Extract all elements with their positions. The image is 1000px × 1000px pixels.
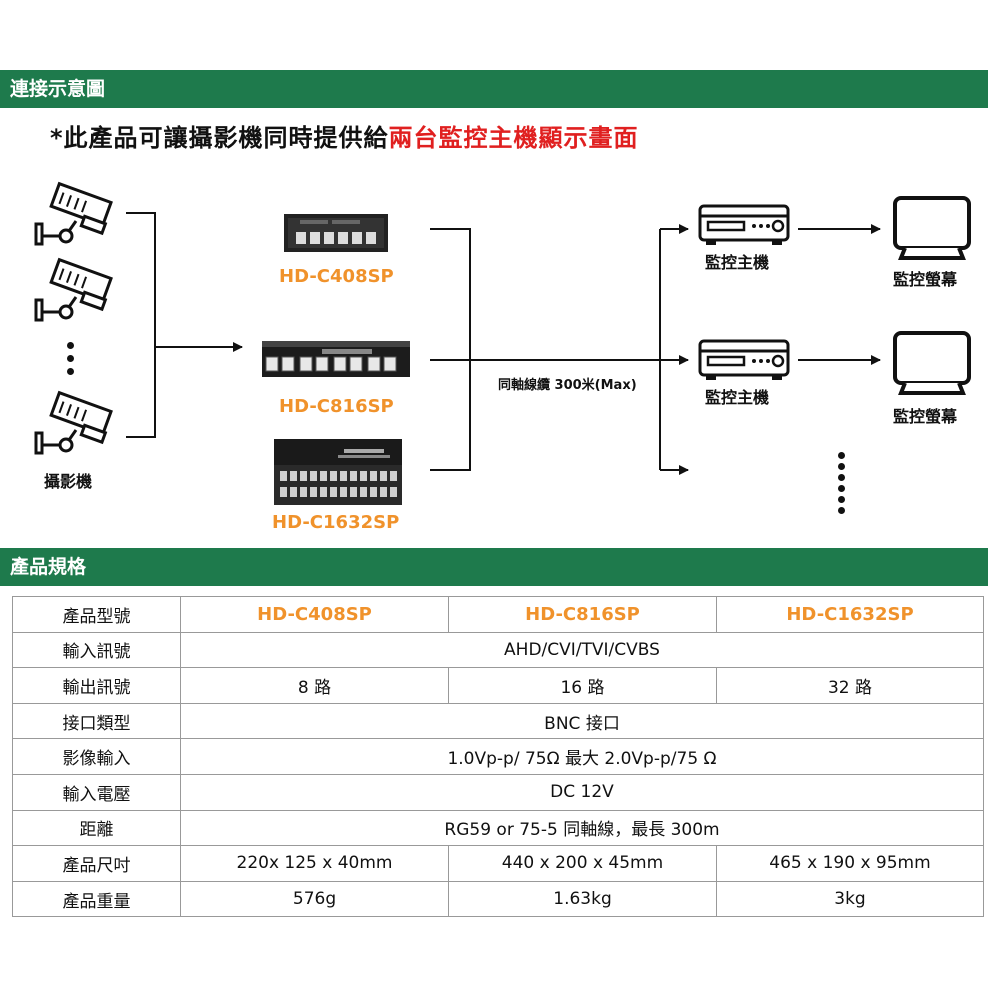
- connection-diagram: [34, 182, 971, 505]
- spec-value-cell: 465 x 190 x 95mm: [716, 845, 984, 882]
- monitor-label: 監控螢幕: [893, 270, 958, 289]
- spec-value-cell: AHD/CVI/TVI/CVBS: [180, 631, 984, 669]
- diagram-section-banner: 連接示意圖: [0, 70, 988, 108]
- spec-model-cell: HD-C1632SP: [716, 596, 984, 633]
- spec-key: 產品尺吋: [12, 845, 181, 882]
- ellipsis-dot: [838, 496, 845, 503]
- spec-value-cell: 32 路: [716, 667, 984, 704]
- table-row: 輸入電壓 DC 12V: [12, 773, 984, 811]
- cable-label: 同軸線纜 300米(Max): [498, 378, 637, 393]
- camera-icon: [34, 258, 115, 322]
- ellipsis-dot: [838, 485, 845, 492]
- host-label: 監控主機: [705, 253, 770, 272]
- spec-key: 輸出訊號: [12, 667, 181, 704]
- spec-key: 影像輸入: [12, 738, 181, 775]
- spec-value-cell: 440 x 200 x 45mm: [448, 845, 717, 882]
- headline-highlight: 兩台監控主機顯示畫面: [388, 124, 639, 152]
- spec-key: 輸入訊號: [12, 631, 181, 669]
- spec-section-banner: 產品規格: [0, 548, 988, 586]
- camera-bracket: [126, 212, 156, 438]
- spec-value-cell: 1.63kg: [448, 880, 717, 918]
- monitor-label: 監控螢幕: [893, 407, 958, 426]
- table-row: 產品重量 576g 1.63kg 3kg: [12, 880, 984, 918]
- device-image-c816sp: [261, 340, 411, 378]
- dvr-icon: [698, 339, 790, 382]
- spec-key: 產品型號: [12, 596, 181, 633]
- device-label-c1632sp: HD-C1632SP: [272, 512, 400, 533]
- spec-model-cell: HD-C408SP: [180, 596, 449, 633]
- table-row: 接口類型 BNC 接口: [12, 702, 984, 740]
- host-label: 監控主機: [705, 388, 770, 407]
- spec-value-cell: 16 路: [448, 667, 717, 704]
- spec-table: 產品型號 HD-C408SP HD-C816SP HD-C1632SP 輸入訊號…: [12, 596, 984, 918]
- table-row: 輸出訊號 8 路 16 路 32 路: [12, 667, 984, 704]
- spec-value-cell: RG59 or 75-5 同軸線，最長 300m: [180, 809, 984, 847]
- headline-prefix: *此產品可讓攝影機同時提供給: [50, 124, 389, 152]
- spec-key: 產品重量: [12, 880, 181, 918]
- spec-value-cell: DC 12V: [180, 773, 984, 811]
- device-bracket: [430, 228, 471, 471]
- spec-key: 接口類型: [12, 702, 181, 740]
- camera-label: 攝影機: [44, 472, 93, 491]
- table-row: 產品型號 HD-C408SP HD-C816SP HD-C1632SP: [12, 596, 984, 633]
- spec-value-cell: 1.0Vp-p/ 75Ω 最大 2.0Vp-p/75 Ω: [180, 738, 984, 775]
- monitor-icon: [893, 331, 971, 395]
- device-label-c816sp: HD-C816SP: [279, 396, 394, 417]
- table-row: 輸入訊號 AHD/CVI/TVI/CVBS: [12, 631, 984, 669]
- headline: *此產品可讓攝影機同時提供給兩台監控主機顯示畫面: [50, 118, 639, 153]
- device-label-c408sp: HD-C408SP: [279, 266, 394, 287]
- camera-icon: [34, 182, 115, 246]
- ellipsis-dot: [838, 452, 845, 459]
- spec-value-cell: 576g: [180, 880, 449, 918]
- ellipsis-dot: [67, 368, 74, 375]
- ellipsis-dot: [838, 507, 845, 514]
- spec-value-cell: BNC 接口: [180, 702, 984, 740]
- dvr-icon: [698, 204, 790, 247]
- ellipsis-dot: [67, 355, 74, 362]
- ellipsis-dot: [67, 342, 74, 349]
- spec-key: 輸入電壓: [12, 773, 181, 811]
- table-row: 距離 RG59 or 75-5 同軸線，最長 300m: [12, 809, 984, 847]
- spec-value-cell: 3kg: [716, 880, 984, 918]
- device-image-c408sp: [284, 214, 388, 252]
- device-image-c1632sp: [274, 439, 402, 505]
- table-row: 影像輸入 1.0Vp-p/ 75Ω 最大 2.0Vp-p/75 Ω: [12, 738, 984, 775]
- spec-key: 距離: [12, 809, 181, 847]
- monitor-icon: [893, 196, 971, 260]
- spec-model-cell: HD-C816SP: [448, 596, 717, 633]
- spec-value-cell: 8 路: [180, 667, 449, 704]
- spec-value-cell: 220x 125 x 40mm: [180, 845, 449, 882]
- table-row: 產品尺吋 220x 125 x 40mm 440 x 200 x 45mm 46…: [12, 845, 984, 882]
- ellipsis-dot: [838, 474, 845, 481]
- ellipsis-dot: [838, 463, 845, 470]
- camera-icon: [34, 391, 115, 455]
